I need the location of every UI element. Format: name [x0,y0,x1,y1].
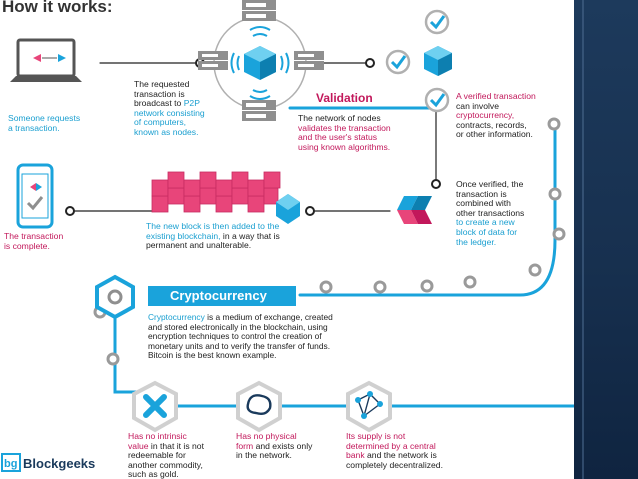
cryptocurrency-description: Cryptocurrency is a medium of exchange, … [148,312,333,361]
flow-connectors [65,58,574,408]
slide-sidebar [574,0,638,479]
cryptocurrency-label: Cryptocurrency [148,286,296,306]
laptop-icon [10,38,82,82]
svg-text:bg: bg [4,458,17,470]
p2p-network-icon [198,0,324,121]
blockgeeks-logo-icon: bg [1,453,21,472]
validation-caption: The network of nodes validates the trans… [298,113,391,152]
verified-checks [385,9,452,113]
combined-caption: Once verified, the transaction is combin… [456,179,525,247]
feature-no-intrinsic-value: Has no intrinsic value in that it is not… [128,431,204,479]
crypto-hexagon [95,274,135,320]
sidebar-rule [582,0,584,479]
blockchain-icon [151,171,300,224]
brand-name: Blockgeeks [23,456,96,471]
validation-label: Validation [316,91,373,105]
new-block-icon [397,196,432,224]
broadcast-caption: The requested transaction is broadcast t… [134,79,205,137]
no-value-hexagon [132,380,178,433]
page-title: How it works: [2,0,113,16]
feature-decentralized-supply: Its supply is not determined by a centra… [346,431,443,470]
phone-icon [16,163,54,229]
decentralized-hexagon [346,380,392,433]
added-caption: The new block is then added to the exist… [146,221,280,251]
diagram-graphics: bg [1,0,574,472]
feature-no-physical-form: Has no physical form and exists only in … [236,431,313,461]
no-form-hexagon [236,380,282,433]
verified-caption: A verified transaction can involve crypt… [456,91,536,140]
